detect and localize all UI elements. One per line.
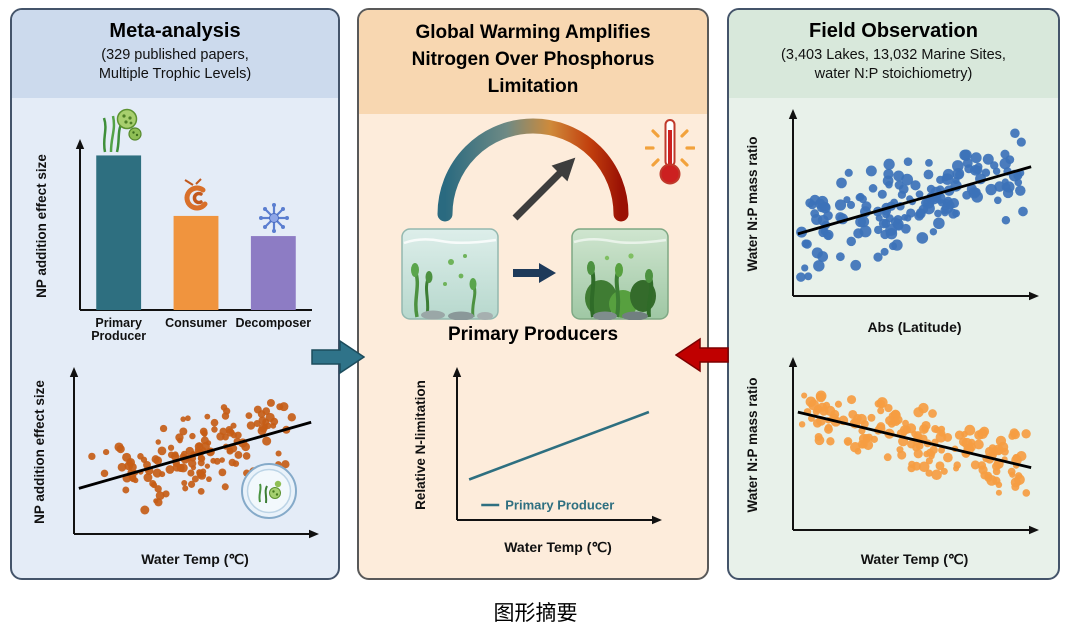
primary-producers-label: Primary Producers <box>447 324 619 345</box>
line-chart-n-limitation: Primary Producer Relative N-limitationWat… <box>413 367 662 555</box>
arrow-field-to-center <box>675 337 729 373</box>
meta-subtitle-line1: (329 published papers, <box>101 47 249 63</box>
svg-text:Water Temp (℃): Water Temp (℃) <box>141 551 249 567</box>
petri-dish-algae-icon <box>241 463 297 519</box>
center-title-line2: Nitrogen Over Phosphorus <box>411 49 655 70</box>
svg-text:NP addition effect size: NP addition effect size <box>34 154 49 298</box>
field-header: Field Observation (3,403 Lakes, 13,032 M… <box>729 10 1058 98</box>
field-subtitle: (3,403 Lakes, 13,032 Marine Sites, water… <box>729 46 1058 84</box>
svg-text:Consumer: Consumer <box>165 316 227 330</box>
figure-caption: 图形摘要 <box>493 602 578 625</box>
arrow-meta-to-center <box>311 339 365 375</box>
svg-text:Decomposer: Decomposer <box>235 316 311 330</box>
warming-gauge <box>437 118 629 222</box>
svg-text:Water Temp (℃): Water Temp (℃) <box>861 551 969 567</box>
svg-text:Abs (Latitude): Abs (Latitude) <box>867 319 961 335</box>
field-title: Field Observation <box>809 20 978 42</box>
svg-text:Relative N-limitation: Relative N-limitation <box>413 380 428 510</box>
center-header: Global Warming Amplifies Nitrogen Over P… <box>359 10 707 114</box>
panel-field-observation: Field Observation (3,403 Lakes, 13,032 M… <box>727 8 1060 580</box>
svg-text:Water N:P mass ratio: Water N:P mass ratio <box>745 377 760 512</box>
decomposer-microbe-icon <box>259 203 289 233</box>
algae-icon <box>102 108 142 153</box>
aquatic-scene-after <box>571 228 669 320</box>
arrow-scene-transition <box>513 263 556 283</box>
meta-subtitle-line2: Multiple Trophic Levels) <box>98 66 252 82</box>
field-subtitle-line1: (3,403 Lakes, 13,032 Marine Sites, <box>781 47 1006 63</box>
svg-text:Water N:P mass ratio: Water N:P mass ratio <box>745 136 760 271</box>
copepod-icon <box>184 178 208 211</box>
svg-text:Primary Producer: Primary Producer <box>505 498 614 513</box>
center-title-line3: Limitation <box>487 76 579 97</box>
aquatic-scene-before <box>401 228 499 320</box>
svg-text:Producer: Producer <box>91 329 146 343</box>
panel-meta-analysis: Meta-analysis (329 published papers, Mul… <box>10 8 340 580</box>
meta-header: Meta-analysis (329 published papers, Mul… <box>12 10 338 98</box>
panel-central-conclusion: Global Warming Amplifies Nitrogen Over P… <box>357 8 709 580</box>
svg-text:NP addition effect size: NP addition effect size <box>32 380 47 524</box>
thermometer-icon <box>645 119 695 185</box>
center-title-line1: Global Warming Amplifies <box>415 22 651 43</box>
svg-text:Primary: Primary <box>95 316 142 330</box>
field-subtitle-line2: water N:P stoichiometry) <box>814 66 973 82</box>
meta-subtitle: (329 published papers, Multiple Trophic … <box>12 46 338 84</box>
svg-text:Water Temp (℃): Water Temp (℃) <box>504 539 612 555</box>
meta-title: Meta-analysis <box>109 20 241 42</box>
